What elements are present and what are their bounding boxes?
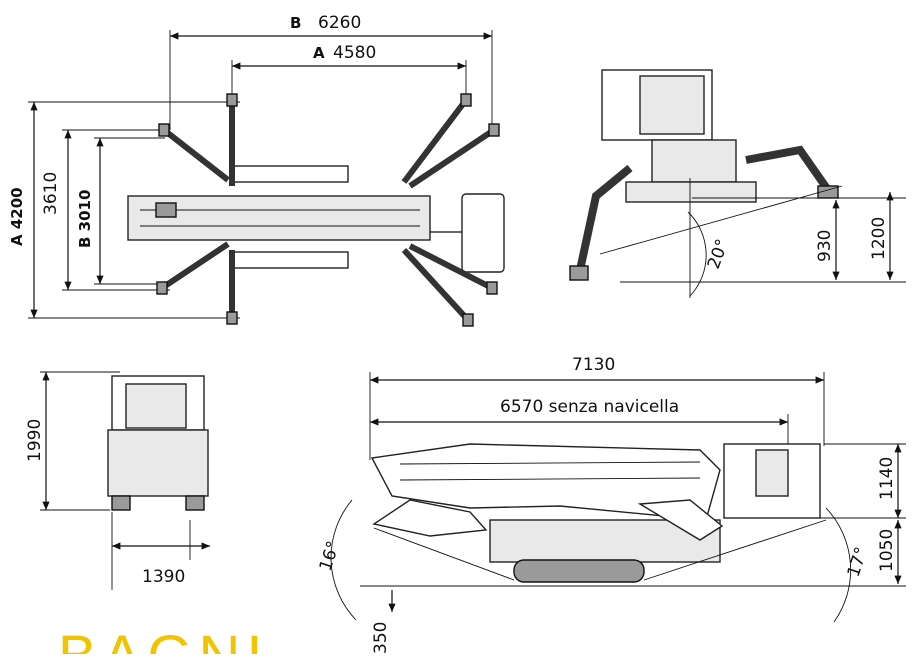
dim-label-B: B bbox=[290, 14, 301, 32]
outrigger-left bbox=[576, 164, 633, 271]
slope-line bbox=[599, 185, 843, 255]
departure-line bbox=[643, 519, 827, 581]
outriggers-top-view bbox=[156, 93, 500, 327]
track-front-right bbox=[185, 495, 205, 511]
outrigger-right bbox=[745, 145, 832, 193]
dim-value-mid-height: 3610 bbox=[41, 172, 61, 215]
chassis-front bbox=[107, 429, 209, 497]
rear-outrigger-folded bbox=[637, 499, 724, 541]
basket-controls bbox=[755, 449, 789, 497]
dim-value-front-height: 1990 bbox=[25, 419, 45, 462]
chassis-top bbox=[127, 195, 431, 241]
side-view-outriggers: 20° 930 1200 bbox=[569, 69, 906, 298]
dim-value-A-width: 4580 bbox=[333, 43, 376, 63]
dim-value-1200: 1200 bbox=[869, 217, 889, 260]
dim-value-slope-angle: 20° bbox=[704, 237, 733, 272]
side-view-transport: 7130 6570 senza navicella 16° 17° 1140 1… bbox=[316, 355, 906, 654]
boom-head bbox=[155, 202, 177, 218]
top-view: B 6260 A 4580 A 4200 3610 B 3010 bbox=[8, 13, 505, 327]
dim-value-angle-rear: 17° bbox=[844, 545, 872, 580]
turret-body bbox=[651, 139, 737, 183]
dim-label-A: A bbox=[313, 44, 325, 62]
dim-value-B-width: 6260 bbox=[318, 13, 361, 33]
crawler-track bbox=[513, 559, 645, 583]
outrigger-foot-left bbox=[569, 265, 589, 281]
angle-arc-front bbox=[330, 499, 357, 621]
front-outrigger-folded bbox=[372, 499, 488, 537]
boom-line bbox=[399, 477, 701, 481]
dim-value-total-length: 7130 bbox=[572, 355, 615, 375]
dim-value-angle-front: 16° bbox=[316, 539, 344, 574]
front-view: 1990 1390 bbox=[25, 371, 210, 590]
mast-front bbox=[125, 383, 187, 429]
dim-value-930: 930 bbox=[815, 230, 835, 262]
dim-value-front-width: 1390 bbox=[142, 567, 185, 587]
dim-value-basket-height: 1140 bbox=[877, 457, 897, 500]
dim-value-length-no-basket: 6570 senza navicella bbox=[500, 397, 679, 417]
angle-arc-rear bbox=[825, 507, 852, 623]
basket-top bbox=[461, 193, 505, 273]
track-top bbox=[229, 165, 349, 183]
dim-value-A-height: A 4200 bbox=[8, 187, 26, 246]
dim-value-ground-clearance: 350 bbox=[371, 622, 391, 654]
control-panel bbox=[639, 75, 705, 135]
chassis-side bbox=[625, 181, 757, 203]
boom-line bbox=[399, 461, 701, 465]
track-bottom bbox=[229, 251, 349, 269]
dim-value-B-height: B 3010 bbox=[76, 190, 94, 248]
brand-logo: BAGNI bbox=[58, 624, 269, 654]
angle-arc bbox=[687, 211, 707, 297]
track-front-left bbox=[111, 495, 131, 511]
dim-value-body-height: 1050 bbox=[877, 529, 897, 572]
approach-line bbox=[373, 527, 515, 581]
